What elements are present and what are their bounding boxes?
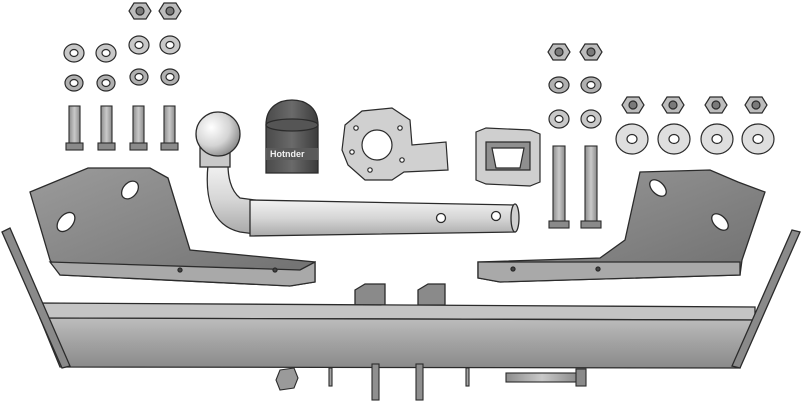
bolt-head (129, 142, 148, 151)
towball-neck (195, 111, 520, 237)
threaded-stud (415, 363, 424, 401)
bolt-head (65, 142, 84, 151)
bolt-head (580, 220, 602, 229)
long-bolt-head (575, 368, 587, 387)
pin (328, 367, 333, 387)
pin (465, 367, 470, 387)
washer-group-left (63, 35, 181, 92)
bolt-group-left (65, 105, 179, 151)
nut-group-left-top (128, 2, 182, 20)
clamp-bracket (475, 127, 541, 187)
bolt-shank (132, 105, 145, 145)
cap-brand-text: Hotnder (270, 149, 305, 159)
bolt-head (160, 142, 179, 151)
slot-hole (711, 213, 729, 231)
nut-washer-group-far-right (615, 96, 775, 155)
bolt-shank (584, 145, 598, 223)
bolt-shank (100, 105, 113, 145)
left-mounting-bracket (29, 167, 316, 287)
right-mounting-bracket (477, 169, 766, 283)
main-crossbar (1, 227, 801, 369)
socket-mounting-plate (341, 107, 449, 181)
bolt-head (97, 142, 116, 151)
bottom-hardware (275, 363, 587, 401)
tow-ball (195, 111, 241, 157)
bolt-shank (163, 105, 176, 145)
nut-group-right-top (547, 43, 603, 129)
slot-hole (56, 211, 76, 233)
long-bolt-shank (505, 372, 579, 383)
bolt-group-right (548, 145, 602, 229)
bolt-shank (68, 105, 81, 145)
nut (275, 367, 299, 391)
bolt-head (548, 220, 570, 229)
bolt-shank (552, 145, 566, 223)
towball-cap: Hotnder (265, 99, 319, 174)
threaded-stud (371, 363, 380, 401)
slot-hole (120, 180, 140, 200)
slot-hole (649, 179, 667, 197)
socket-hole (361, 129, 393, 161)
